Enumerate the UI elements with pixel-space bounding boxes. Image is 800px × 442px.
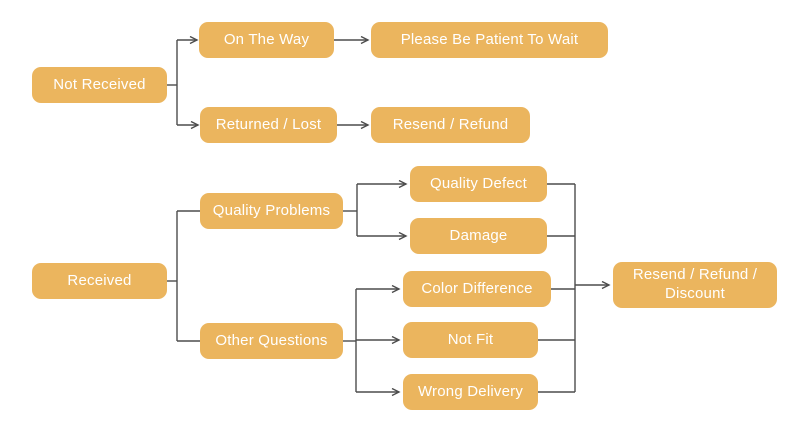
node-quality-defect: Quality Defect xyxy=(410,166,547,202)
node-resend-refund: Resend / Refund xyxy=(371,107,530,143)
node-not-fit: Not Fit xyxy=(403,322,538,358)
node-color-difference: Color Difference xyxy=(403,271,551,307)
node-on-the-way: On The Way xyxy=(199,22,334,58)
node-not-received: Not Received xyxy=(32,67,167,103)
node-returned-lost: Returned / Lost xyxy=(200,107,337,143)
node-resend-refund-discount: Resend / Refund / Discount xyxy=(613,262,777,308)
node-damage: Damage xyxy=(410,218,547,254)
node-wrong-delivery: Wrong Delivery xyxy=(403,374,538,410)
node-received: Received xyxy=(32,263,167,299)
node-other-questions: Other Questions xyxy=(200,323,343,359)
node-quality-problems: Quality Problems xyxy=(200,193,343,229)
node-please-be-patient: Please Be Patient To Wait xyxy=(371,22,608,58)
